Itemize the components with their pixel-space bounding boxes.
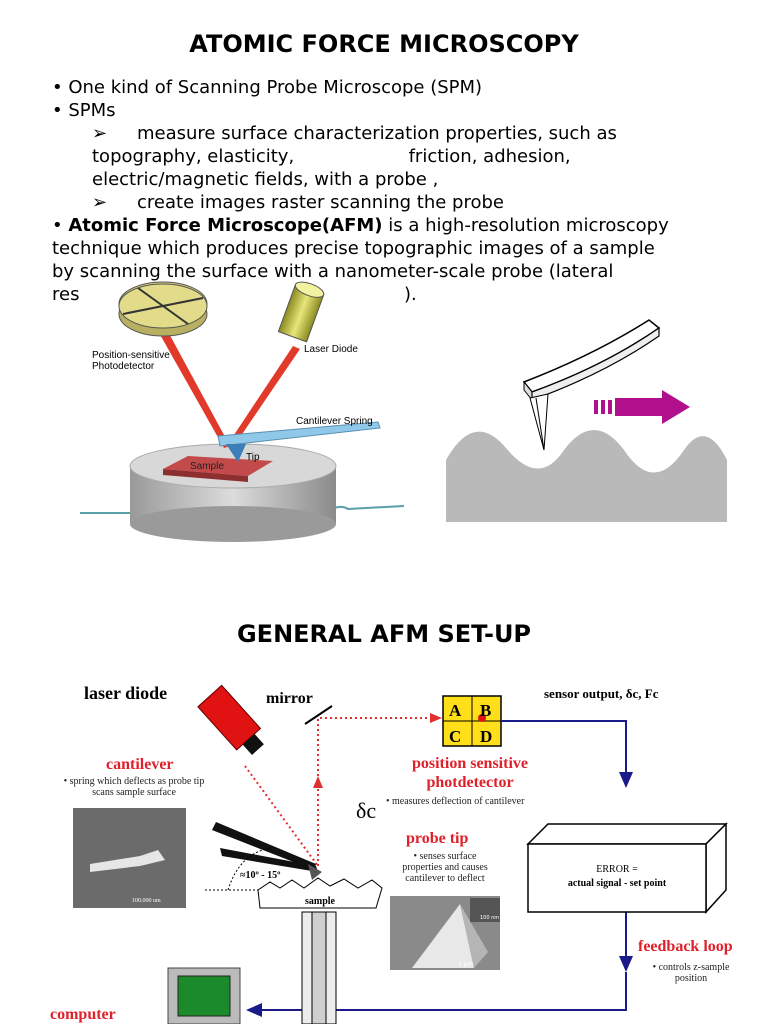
bullet-spms: • SPMs: [52, 100, 116, 121]
quad-a: A: [449, 701, 462, 720]
cantilever-description: • spring which deflects as probe tip sca…: [63, 776, 205, 798]
label-tip: Tip: [246, 452, 260, 463]
sample-surface: [446, 430, 727, 522]
mirror-icon: [304, 705, 333, 725]
scale-label-tip: 1 µm: [458, 961, 474, 968]
sub-bullet-raster: ➢create images raster scanning the probe: [92, 192, 504, 213]
signal-line: [501, 720, 627, 776]
probe-tip-description: • senses surface properties and causes c…: [402, 851, 488, 884]
cantilever-deflected: [220, 848, 318, 872]
bullet-spm: • One kind of Scanning Probe Microscope …: [52, 77, 483, 98]
incident-laser-beam: [228, 346, 300, 446]
label-sample: Sample: [190, 461, 224, 472]
error-text-line2: actual signal - set point: [568, 878, 667, 889]
label-probe-tip: probe tip: [406, 830, 469, 847]
label-laser-diode: Laser Diode: [304, 344, 358, 355]
feedback-description: • controls z-sample position: [652, 962, 730, 984]
section-title-setup: GENERAL AFM SET-UP: [236, 620, 532, 648]
quad-b: B: [480, 701, 491, 720]
arrow-bullet-icon: ➢: [92, 192, 108, 213]
scanning-tip: [529, 393, 549, 451]
psd-description: • measures deflection of cantilever: [386, 796, 525, 807]
label-mirror: mirror: [266, 690, 313, 707]
laser-diode-cylinder: [277, 281, 325, 343]
sample-block: [163, 456, 273, 476]
laser-diode-icon: [197, 684, 264, 755]
afm-line4-right: ).: [404, 284, 417, 305]
error-text-line1: ERROR =: [596, 864, 638, 875]
afm-line3: by scanning the surface with a nanometer…: [52, 261, 614, 282]
arrow-bullet-icon: ➢: [92, 123, 108, 144]
label-psd: position sensitive photdetector: [411, 755, 528, 791]
feedback-line: [258, 972, 627, 1011]
label-computer: computer: [50, 1006, 116, 1023]
sample-label: sample: [305, 896, 336, 907]
afm-setup-diagram: A B C D ERROR = actual signal - set poin…: [73, 684, 728, 1024]
sub-bullet-measure-line3: electric/magnetic fields, with a probe ,: [92, 169, 439, 190]
sub-bullet-measure-line2: topography, elasticity, friction, adhesi…: [92, 146, 571, 167]
scanning-tip-figure: [446, 319, 727, 522]
scan-direction-arrow-icon: [594, 390, 690, 424]
afm-line4-left: res: [52, 284, 80, 305]
page-title: ATOMIC FORCE MICROSCOPY: [189, 30, 579, 58]
reflected-laser-beam: [158, 328, 230, 448]
cantilever-beam: [522, 319, 661, 393]
angle-label: ≈10º - 15º: [240, 870, 281, 881]
label-feedback-loop: feedback loop: [638, 938, 733, 955]
cantilever-spring: [217, 421, 381, 447]
quad-d: D: [480, 727, 492, 746]
label-sensor-output: sensor output, δc, Fc: [544, 686, 659, 701]
quad-c: C: [449, 727, 461, 746]
label-laser-diode: laser diode: [84, 683, 168, 703]
scale-label-cantilever: 100.000 um: [132, 898, 161, 904]
sample-surface-diagram: [257, 877, 383, 909]
bullet-afm: • Atomic Force Microscope(AFM) is a high…: [52, 215, 669, 236]
sub-bullet-measure: ➢measure surface characterization proper…: [92, 123, 617, 144]
quadrant-photodetector: [442, 695, 502, 747]
probe-tip: [226, 444, 246, 462]
label-cantilever-spring: Cantilever Spring: [296, 416, 373, 427]
label-cantilever: cantilever: [106, 756, 174, 773]
computer-monitor-icon: [167, 967, 241, 1024]
delta-c-label: δc: [356, 798, 376, 823]
afm-line2: technique which produces precise topogra…: [52, 238, 655, 259]
error-box: [526, 822, 728, 914]
svg-text:100 nm: 100 nm: [480, 915, 499, 921]
